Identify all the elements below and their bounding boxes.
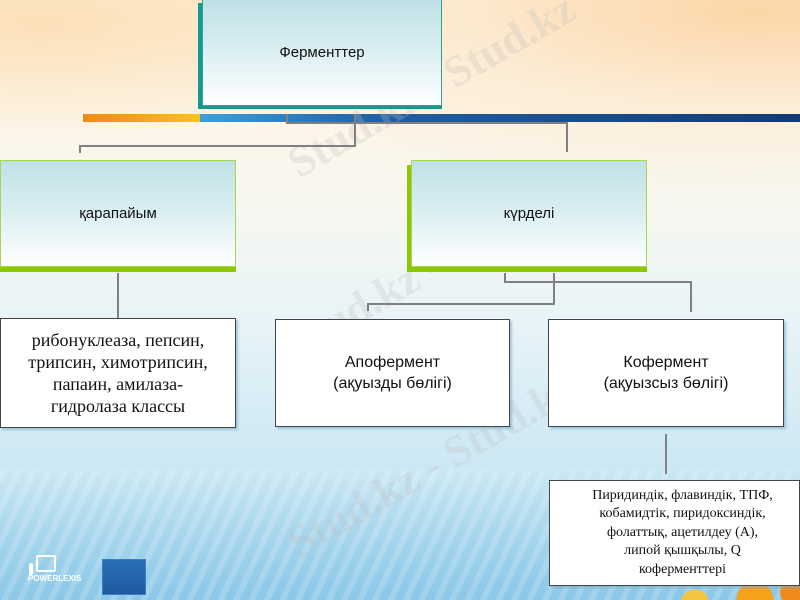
text-line: трипсин, химотрипсин, <box>28 352 208 372</box>
connector <box>566 122 568 152</box>
node-apoenzyme: Апофермент (ақуызды бөлігі) <box>275 319 510 427</box>
connector <box>286 114 288 124</box>
connector <box>553 273 555 305</box>
root-node-label: Ферменттер <box>279 44 365 61</box>
root-node-enzymes: Ферменттер <box>202 0 442 106</box>
connector <box>117 273 119 318</box>
decorative-blue-square <box>102 559 146 595</box>
text-line: папаин, амилаза- <box>52 374 184 394</box>
text-line: рибонуклеаза, пепсин, <box>31 330 205 350</box>
node-coenzyme-examples: Пиридиндік, флавиндік, ТПФ, кобамидтік, … <box>549 480 800 586</box>
text-line: Пиридиндік, флавиндік, ТПФ, <box>592 487 773 503</box>
text-line: Апофермент <box>344 354 441 371</box>
header-divider-bar <box>83 114 800 122</box>
text-line: кобамидтік, пиридоксиндік, <box>599 506 766 522</box>
connector <box>504 273 506 282</box>
connector <box>367 303 369 311</box>
presenter-icon <box>29 555 56 575</box>
connector <box>286 122 568 124</box>
text-line: гидролаза классы <box>50 396 186 416</box>
connector <box>665 434 667 474</box>
node-simple: қарапайым <box>0 160 236 267</box>
connector <box>79 145 356 147</box>
node-complex: күрделі <box>411 160 647 267</box>
node-coenzyme: Кофермент (ақуызсыз бөлігі) <box>548 319 784 427</box>
text-line: фолаттық, ацетилдеу (А), <box>606 524 759 540</box>
node-complex-label: күрделі <box>503 205 555 222</box>
text-line: Кофермент <box>623 354 709 371</box>
node-simple-examples: рибонуклеаза, пепсин, трипсин, химотрипс… <box>0 318 236 428</box>
node-simple-label: қарапайым <box>79 205 157 222</box>
connector <box>354 114 356 147</box>
text-line: липой қышқылы, Q <box>624 543 741 559</box>
connector <box>504 281 692 283</box>
connector <box>690 281 692 312</box>
text-line: (ақуызсыз бөлігі) <box>603 375 729 392</box>
connector <box>79 145 81 153</box>
text-line: (ақуызды бөлігі) <box>333 375 452 392</box>
powerlexis-logo: POWERLEXIS <box>28 555 81 583</box>
text-line: коферменттері <box>638 561 727 577</box>
connector <box>367 303 555 305</box>
logo-text: POWERLEXIS <box>28 574 82 583</box>
